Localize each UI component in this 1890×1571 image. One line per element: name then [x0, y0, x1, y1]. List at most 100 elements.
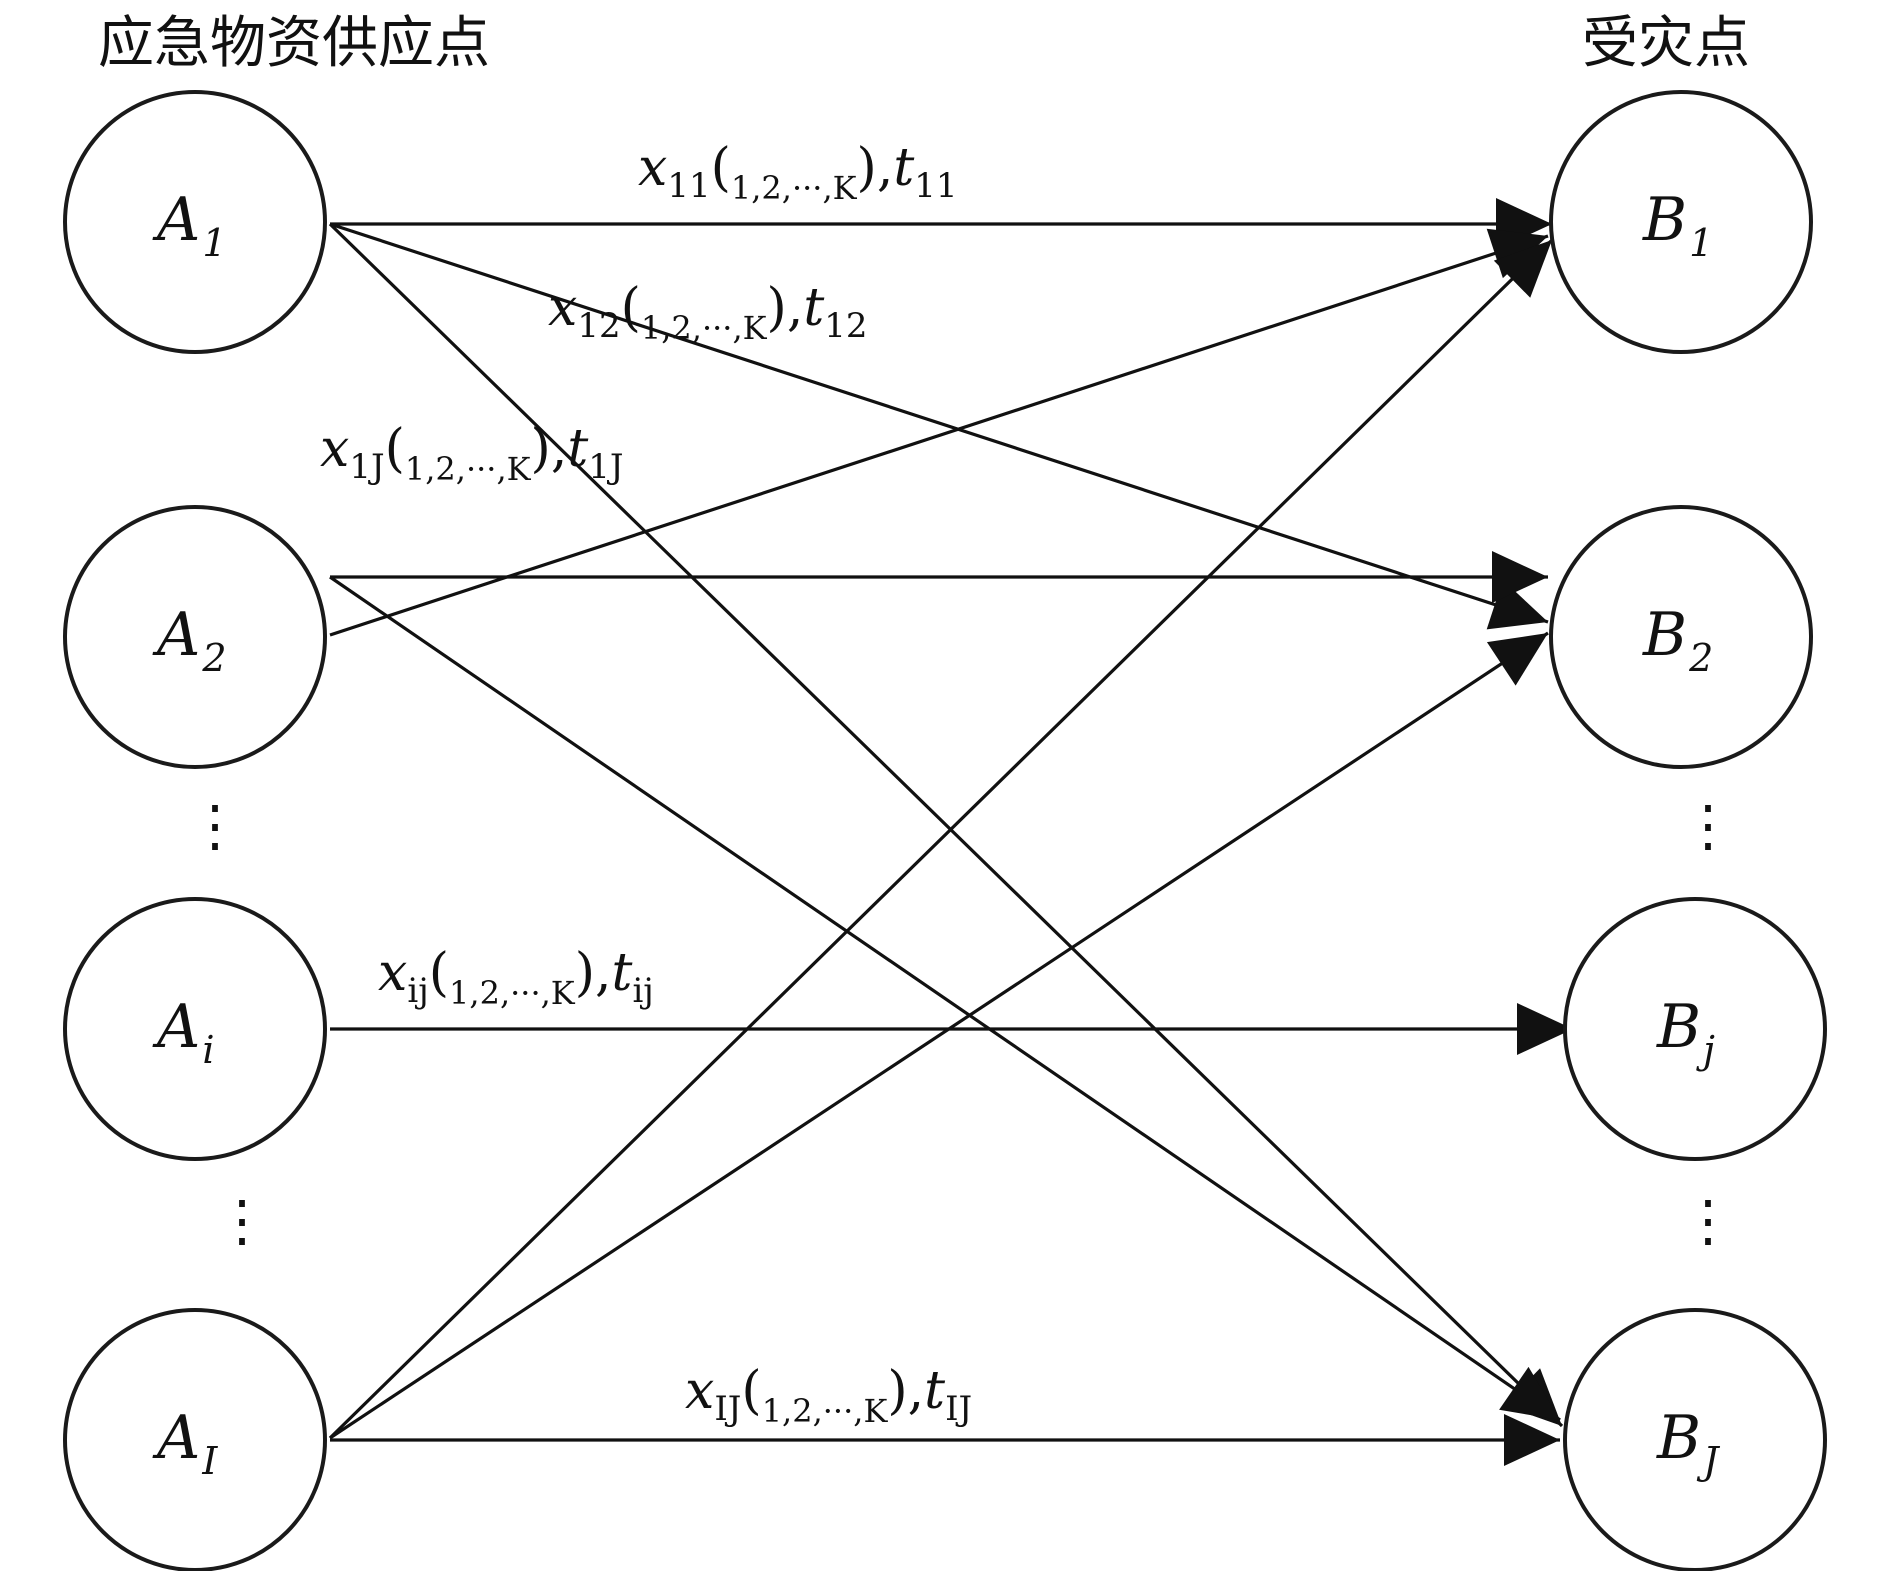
edge-AI-B1 [328, 238, 1554, 1440]
edge-line [328, 222, 1564, 1428]
edge-time-sub: 12 [824, 306, 867, 346]
edge-time-sub: 1J [588, 447, 623, 487]
edge-A2-B2 [330, 551, 1548, 603]
ellipsis-dots: ⋮ [214, 1189, 270, 1254]
edge-A1-B2 [329, 222, 1549, 630]
edge-paren-open: ( [711, 138, 731, 198]
edge-A2-BJ [329, 575, 1561, 1422]
edge-AI-BJ [330, 1414, 1560, 1466]
node-A1: A1 [63, 90, 327, 354]
edge-line [329, 234, 1549, 637]
node-Ai: Ai [63, 897, 327, 1161]
edge-arrowhead [1486, 633, 1548, 686]
edge-label-12: x12(1,2,···,K),t12 [548, 278, 868, 347]
node-label-base: B [1656, 1403, 1701, 1473]
edge-line [329, 631, 1549, 1440]
edge-arrowhead [1492, 551, 1548, 603]
node-circle [1549, 90, 1813, 354]
edge-A1-BJ [328, 222, 1564, 1428]
edge-var-sub: ij [407, 971, 428, 1011]
edge-time-sub: ij [632, 971, 653, 1011]
edge-paren-close: ), [767, 278, 804, 338]
node-label-sub: 1 [202, 221, 226, 265]
edge-var: x [378, 943, 407, 1003]
edge-label-11: x11(1,2,···,K),t11 [638, 138, 958, 207]
edge-label-1J: x1J(1,2,···,K),t1J [320, 419, 624, 488]
edge-range: 1,2,···,K [405, 450, 532, 488]
node-label: A1 [152, 185, 227, 265]
edge-var-sub: 1J [349, 447, 384, 487]
node-label-sub: 2 [1688, 636, 1713, 680]
node-label-base: A [152, 185, 200, 255]
node-label: A2 [152, 600, 227, 680]
edge-range: 1,2,···,K [449, 974, 576, 1012]
node-A2: A2 [63, 505, 327, 769]
edge-label-ij: xij(1,2,···,K),tij [378, 943, 654, 1012]
node-BJ: BJ [1563, 1308, 1827, 1571]
edge-line [329, 575, 1561, 1422]
header-suppliers: 应急物资供应点 [98, 11, 490, 76]
node-B2: B2 [1549, 505, 1813, 769]
edge-A2-B1 [329, 228, 1549, 637]
node-label: AI [152, 1403, 218, 1483]
node-label-base: B [1642, 600, 1687, 670]
edge-var-sub: 11 [667, 166, 710, 206]
edge-AI-B2 [329, 631, 1549, 1440]
edge-var: x [638, 138, 667, 198]
edge-var: x [685, 1361, 714, 1421]
edge-arrowhead [1499, 1366, 1560, 1420]
node-label-base: A [152, 600, 200, 670]
ellipsis-dots: ⋮ [1680, 794, 1736, 859]
node-label: Ai [152, 992, 215, 1072]
node-label-sub: I [201, 1439, 218, 1483]
edge-var: x [548, 278, 577, 338]
edge-var-sub: IJ [714, 1389, 741, 1429]
node-circle [63, 90, 327, 354]
edge-arrowhead [1517, 1003, 1573, 1055]
node-circle [63, 1308, 327, 1571]
node-B1: B1 [1549, 90, 1813, 354]
node-label: B2 [1642, 600, 1713, 680]
ellipsis-dots: ⋮ [1680, 1189, 1736, 1254]
ellipsis-dots: ⋮ [187, 794, 243, 859]
edge-line [328, 238, 1554, 1440]
header-affected: 受灾点 [1582, 11, 1750, 76]
node-label-base: A [152, 992, 200, 1062]
edge-time: t [803, 278, 824, 338]
edge-paren-close: ), [531, 419, 568, 479]
node-Bj: Bj [1563, 897, 1827, 1161]
edge-paren-open: ( [385, 419, 405, 479]
edge-range: 1,2,···,K [641, 309, 768, 347]
edge-time-sub: IJ [945, 1389, 972, 1429]
node-label-base: B [1656, 992, 1701, 1062]
edge-paren-open: ( [741, 1361, 761, 1421]
edge-label-IJ: xIJ(1,2,···,K),tIJ [685, 1361, 972, 1430]
node-label-sub: i [202, 1028, 214, 1072]
edge-paren-close: ), [857, 138, 894, 198]
node-label-base: A [152, 1403, 200, 1473]
edge-paren-close: ), [887, 1361, 924, 1421]
node-circle [63, 505, 327, 769]
node-circle [1563, 1308, 1827, 1571]
edge-var: x [320, 419, 349, 479]
node-circle [63, 897, 327, 1161]
edge-time: t [612, 943, 633, 1003]
edge-time: t [567, 419, 588, 479]
edge-arrowhead [1493, 240, 1552, 298]
edge-paren-open: ( [429, 943, 449, 1003]
edge-var-sub: 12 [577, 306, 620, 346]
node-AI: AI [63, 1308, 327, 1571]
edge-time-sub: 11 [914, 166, 957, 206]
node-label: BJ [1656, 1403, 1720, 1483]
edge-paren-open: ( [621, 278, 641, 338]
edge-range: 1,2,···,K [731, 169, 858, 207]
node-circle [1563, 897, 1827, 1161]
edge-arrowhead [1504, 1414, 1560, 1466]
edge-paren-close: ), [575, 943, 612, 1003]
edge-time: t [893, 138, 914, 198]
edge-line [329, 222, 1549, 624]
edge-range: 1,2,···,K [762, 1392, 889, 1430]
node-label: Bj [1656, 992, 1715, 1072]
